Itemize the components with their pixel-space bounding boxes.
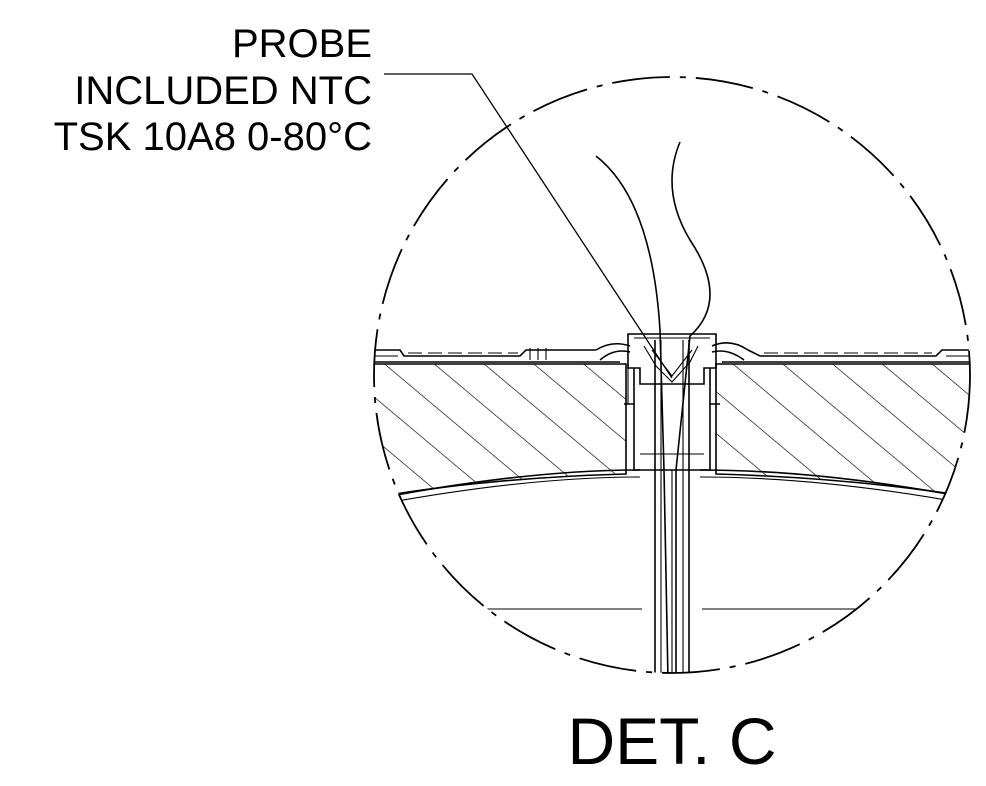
callout-leader — [384, 73, 673, 379]
callout-line-probe: PROBE — [232, 22, 372, 66]
detail-title: DET. C — [567, 704, 776, 778]
callout-line-spec: TSK 10A8 0-80°C — [54, 115, 372, 159]
section-view — [374, 141, 970, 673]
insulation-right — [715, 363, 970, 501]
callout-line-ntc: INCLUDED NTC — [74, 69, 372, 113]
